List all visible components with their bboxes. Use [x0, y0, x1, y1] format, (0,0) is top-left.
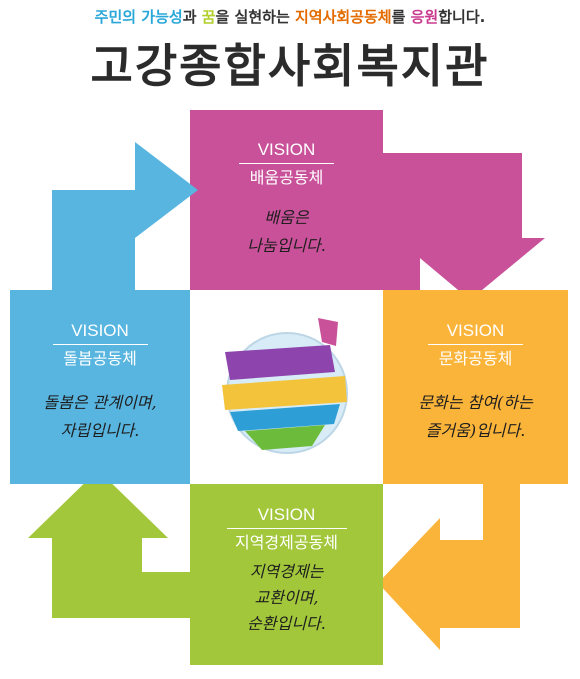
- community-name: 지역경제공동체: [234, 533, 339, 552]
- motto: 지역경제는 교환이며, 순환입니다.: [190, 559, 383, 637]
- motto-line: 자립입니다.: [60, 421, 140, 440]
- motto-line: 순환입니다.: [247, 614, 326, 633]
- bottom-panel-text: VISION 지역경제공동체 지역경제는 교환이며, 순환입니다.: [190, 505, 383, 637]
- motto-line: 문화는 참여(하는: [418, 393, 533, 412]
- community-name: 문화공동체: [438, 349, 513, 368]
- ribbon-globe-icon: [222, 318, 348, 454]
- vision-label: VISION: [257, 140, 316, 159]
- left-vision-block: [10, 142, 198, 484]
- bottom-vision-block: [28, 470, 383, 665]
- motto-line: 즐거움)입니다.: [425, 421, 526, 440]
- right-panel-text: VISION 문화공동체 문화는 참여(하는 즐거움)입니다.: [383, 321, 568, 445]
- vision-label: VISION: [71, 321, 129, 340]
- slogan-segment: 을 실현하는: [215, 8, 295, 26]
- motto-line: 지역경제는: [249, 562, 324, 581]
- motto-line: 교환이며,: [254, 588, 319, 607]
- slogan-segment: 가능성: [141, 8, 183, 26]
- motto: 배움은 나눔입니다.: [190, 204, 383, 260]
- divider: [226, 528, 347, 529]
- divider: [239, 163, 334, 164]
- motto-line: 배움은: [264, 208, 309, 227]
- slogan-segment: 꿈: [201, 8, 216, 26]
- divider: [52, 344, 148, 345]
- motto: 문화는 참여(하는 즐거움)입니다.: [383, 389, 568, 445]
- top-panel-text: VISION 배움공동체 배움은 나눔입니다.: [190, 140, 383, 260]
- slogan-segment: 를: [391, 8, 411, 26]
- left-panel-text: VISION 돌봄공동체 돌봄은 관계이며, 자립입니다.: [10, 321, 190, 445]
- divider: [428, 344, 523, 345]
- motto-line: 돌봄은 관계이며,: [43, 393, 157, 412]
- motto-line: 나눔입니다.: [247, 236, 326, 255]
- vision-label: VISION: [446, 321, 505, 340]
- vision-label: VISION: [257, 505, 316, 524]
- community-name: 돌봄공동체: [63, 349, 137, 368]
- slogan-segment: 응원: [410, 8, 439, 26]
- motto: 돌봄은 관계이며, 자립입니다.: [10, 389, 190, 445]
- slogan-segment: 주민의: [94, 8, 142, 26]
- top-vision-block: [190, 110, 545, 300]
- slogan-segment: 합니다.: [438, 8, 486, 26]
- page-title: 고강종합사회복지관: [90, 39, 490, 93]
- slogan-segment: 지역사회공동체: [294, 8, 392, 26]
- slogan: 주민의 가능성과 꿈을 실현하는 지역사회공동체를 응원합니다.: [0, 6, 580, 27]
- slogan-segment: 과: [182, 8, 202, 26]
- right-vision-block: [378, 290, 568, 650]
- community-name: 배움공동체: [249, 168, 324, 187]
